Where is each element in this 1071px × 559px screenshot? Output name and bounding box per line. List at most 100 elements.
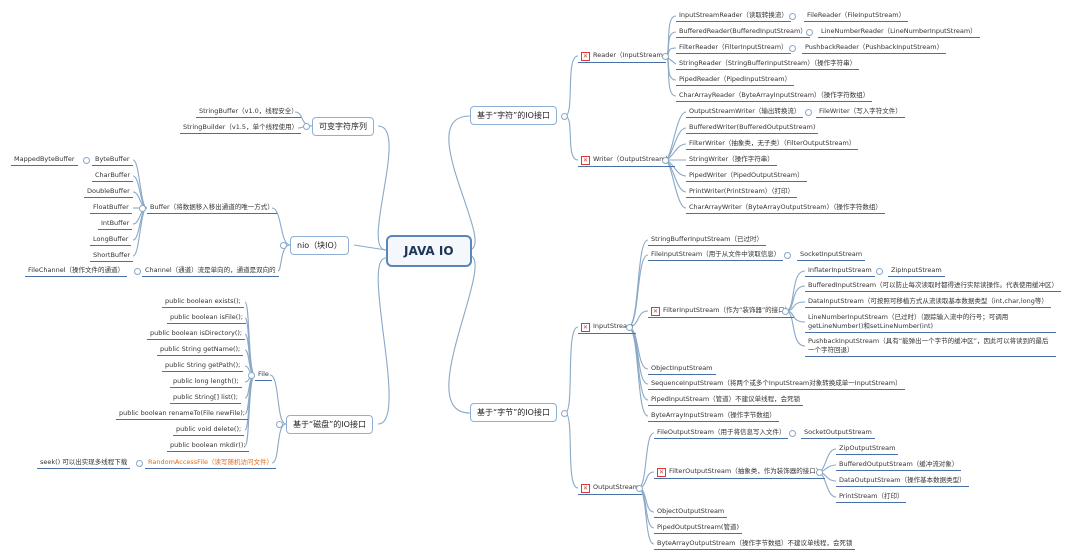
inputstream-item[interactable]: FileInputStream（用于从文件中读取信息）	[648, 250, 784, 261]
outputstream-item[interactable]: PipedOutputStream(管道)	[654, 523, 743, 534]
outputstream-item[interactable]: FileOutputStream（用于将信息写入文件）	[654, 428, 789, 439]
collapse-toggle-icon[interactable]	[83, 157, 90, 164]
mutable-string-node[interactable]: 可变字符序列	[312, 117, 374, 136]
writer-node[interactable]: ✕Writer（OutputStream）	[578, 155, 675, 167]
writer-item[interactable]: OutputStreamWriter（输出转换流）	[686, 107, 804, 118]
filter-input-item[interactable]: BufferedInputStream（可以防止每次读取时都得进行实际读操作。代…	[805, 281, 1062, 292]
byte-io-node[interactable]: 基于“字节”的IO接口	[470, 403, 557, 422]
writer-item[interactable]: BufferedWriter(BufferedOutputStream)	[686, 123, 819, 134]
filter-outputstream-node[interactable]: ✕FilterOutputStream（抽象类，作为装饰器的接口）	[654, 467, 826, 479]
collapse-toggle-icon[interactable]	[136, 460, 143, 467]
root-node[interactable]: JAVA IO	[386, 235, 472, 267]
collapse-toggle-icon[interactable]	[789, 13, 796, 20]
collapse-toggle-icon[interactable]	[784, 252, 791, 259]
file-method[interactable]: public boolean mkdir();	[167, 441, 249, 452]
writer-subitem[interactable]: FileWriter（写入字符文件）	[816, 107, 905, 118]
buffer-item[interactable]: LongBuffer	[90, 235, 132, 246]
seek-note[interactable]: seek() 可以出实现多线程下载	[37, 458, 131, 469]
writer-item[interactable]: StringWriter（操作字符串）	[686, 155, 777, 166]
writer-item[interactable]: PrintWriter(PrintStream）（打印）	[686, 187, 798, 198]
buffer-item[interactable]: IntBuffer	[98, 219, 133, 230]
filter-input-item[interactable]: DataInputStream（可按照可移植方式从流读取基本数据类型（int,c…	[805, 297, 1051, 308]
reader-item[interactable]: FilterReader（FilterInputStream）	[676, 43, 791, 54]
file-method[interactable]: public boolean renameTo(File newFile);	[116, 409, 248, 420]
buffer-item[interactable]: FloatBuffer	[90, 203, 132, 214]
reader-item[interactable]: PipedReader（PipedInputStream）	[676, 75, 795, 86]
collapse-toggle-icon[interactable]	[816, 469, 823, 476]
inputstream-subitem[interactable]: SocketInputStream	[797, 250, 866, 261]
inputstream-item[interactable]: ByteArrayInputStream（操作字节数组）	[648, 411, 779, 422]
filter-input-item[interactable]: LineNumberInputStream（已过时）（跟踪输入流中的行号；可调用…	[805, 313, 1056, 333]
nio-node[interactable]: nio（块IO）	[290, 236, 349, 255]
filter-output-item[interactable]: PrintStream（打印）	[836, 492, 907, 503]
collapse-toggle-icon[interactable]	[561, 113, 568, 120]
file-method[interactable]: public long length();	[170, 377, 242, 388]
reader-item[interactable]: CharArrayReader（ByteArrayInputStream）（操作…	[676, 91, 873, 102]
filter-input-item[interactable]: PushbackInputStream（具有“能弹出一个字节的缓冲区”，因此可以…	[805, 337, 1056, 357]
collapse-toggle-icon[interactable]	[789, 430, 796, 437]
reader-item[interactable]: BufferedReader(BufferedInputStream）	[676, 27, 810, 38]
mutable-string-item[interactable]: StringBuilder（v1.5，单个线程使用）	[180, 123, 302, 134]
buffer-node[interactable]: Buffer（将数据移入移出通道的唯一方式）	[147, 203, 277, 214]
buffer-item[interactable]: CharBuffer	[92, 171, 134, 182]
writer-item[interactable]: CharArrayWriter（ByteArrayOutputStream）（操…	[686, 203, 885, 214]
reader-subitem[interactable]: PushbackReader（PushbackInputStream）	[802, 43, 947, 54]
inputstream-item[interactable]: ObjectInputStream	[648, 364, 716, 375]
inputstream-item[interactable]: SequenceInputStream（将两个或多个InputStream对象转…	[648, 379, 905, 390]
collapse-toggle-icon[interactable]	[636, 485, 643, 492]
outputstream-item[interactable]: ObjectOutputStream	[654, 507, 728, 518]
outputstream-item[interactable]: ByteArrayOutputStream（操作字节数组）不建议单线程，会死锁	[654, 539, 856, 550]
reader-item[interactable]: InputStreamReader（读取转换流）	[676, 11, 791, 22]
buffer-item[interactable]: ByteBuffer	[92, 155, 133, 166]
collapse-toggle-icon[interactable]	[626, 324, 633, 331]
outputstream-subitem[interactable]: SocketOutputStream	[801, 428, 875, 439]
inputstream-item[interactable]: StringBufferInputStream（已过时）	[648, 235, 766, 246]
file-method[interactable]: public void delete();	[173, 425, 245, 436]
file-method[interactable]: public String getName();	[157, 345, 244, 356]
collapse-toggle-icon[interactable]	[782, 308, 789, 315]
collapse-toggle-icon[interactable]	[806, 29, 813, 36]
file-method[interactable]: public boolean isDirectory();	[147, 329, 246, 340]
collapse-toggle-icon[interactable]	[561, 410, 568, 417]
random-access-file-node[interactable]: RandomAccessFile（读写随机访问文件）	[145, 458, 277, 469]
inputstream-node[interactable]: ✕InputStream	[578, 322, 637, 334]
buffer-item[interactable]: DoubleBuffer	[84, 187, 133, 198]
file-method[interactable]: public String[] list();	[170, 393, 241, 404]
filter-output-item[interactable]: DataOutputStream（操作基本数据类型）	[836, 476, 969, 487]
collapse-toggle-icon[interactable]	[662, 157, 669, 164]
collapse-toggle-icon[interactable]	[303, 123, 310, 130]
file-method[interactable]: public boolean exists();	[162, 297, 244, 308]
channel-node[interactable]: Channel（通道）流是单向的，通道是双向的	[142, 266, 279, 277]
outputstream-node[interactable]: ✕OutputStream	[578, 483, 643, 495]
mutable-string-item[interactable]: StringBuffer（v1.0，线程安全）	[196, 107, 301, 118]
file-method[interactable]: public boolean isFile();	[167, 313, 247, 324]
buffer-item[interactable]: ShortBuffer	[90, 251, 134, 262]
filter-output-item[interactable]: ZipOutputStream	[836, 444, 899, 455]
channel-subitem[interactable]: FileChannel（操作文件的通道）	[25, 266, 128, 277]
collapse-toggle-icon[interactable]	[280, 242, 287, 249]
disk-io-node[interactable]: 基于“磁盘”的IO接口	[286, 415, 373, 434]
writer-item[interactable]: FilterWriter（抽象类，无子类）（FilterOutputStream…	[686, 139, 859, 150]
reader-subitem[interactable]: LineNumberReader（LineNumberInputStream）	[818, 27, 980, 38]
collapse-toggle-icon[interactable]	[248, 372, 255, 379]
collapse-toggle-icon[interactable]	[805, 109, 812, 116]
collapse-toggle-icon[interactable]	[876, 268, 883, 275]
filter-input-subitem[interactable]: ZipInputStream	[888, 266, 945, 277]
collapse-toggle-icon[interactable]	[276, 421, 283, 428]
reader-node[interactable]: ✕Reader（InputStream	[578, 51, 666, 63]
filter-input-item[interactable]: InflaterInputStream	[805, 266, 875, 277]
buffer-subitem[interactable]: MappedByteBuffer	[11, 155, 78, 166]
collapse-toggle-icon[interactable]	[134, 268, 141, 275]
inputstream-item[interactable]: PipedInputStream（管道）不建议单线程，会死锁	[648, 395, 804, 406]
reader-subitem[interactable]: FileReader（FileInputStream）	[804, 11, 909, 22]
collapse-toggle-icon[interactable]	[662, 53, 669, 60]
file-node[interactable]: File	[255, 370, 272, 381]
file-method[interactable]: public String getPath();	[162, 361, 244, 372]
collapse-toggle-icon[interactable]	[789, 45, 796, 52]
char-io-node[interactable]: 基于“字符”的IO接口	[470, 106, 557, 125]
writer-item[interactable]: PipedWriter（PipedOutputStream）	[686, 171, 807, 182]
collapse-toggle-icon[interactable]	[139, 205, 146, 212]
reader-item[interactable]: StringReader（StringBufferInputStream）（操作…	[676, 59, 860, 70]
filter-output-item[interactable]: BufferedOutputStream（缓冲流对象）	[836, 460, 962, 471]
filter-inputstream-node[interactable]: ✕FilterInputStream（作为“装饰器”的接口）	[648, 306, 795, 318]
